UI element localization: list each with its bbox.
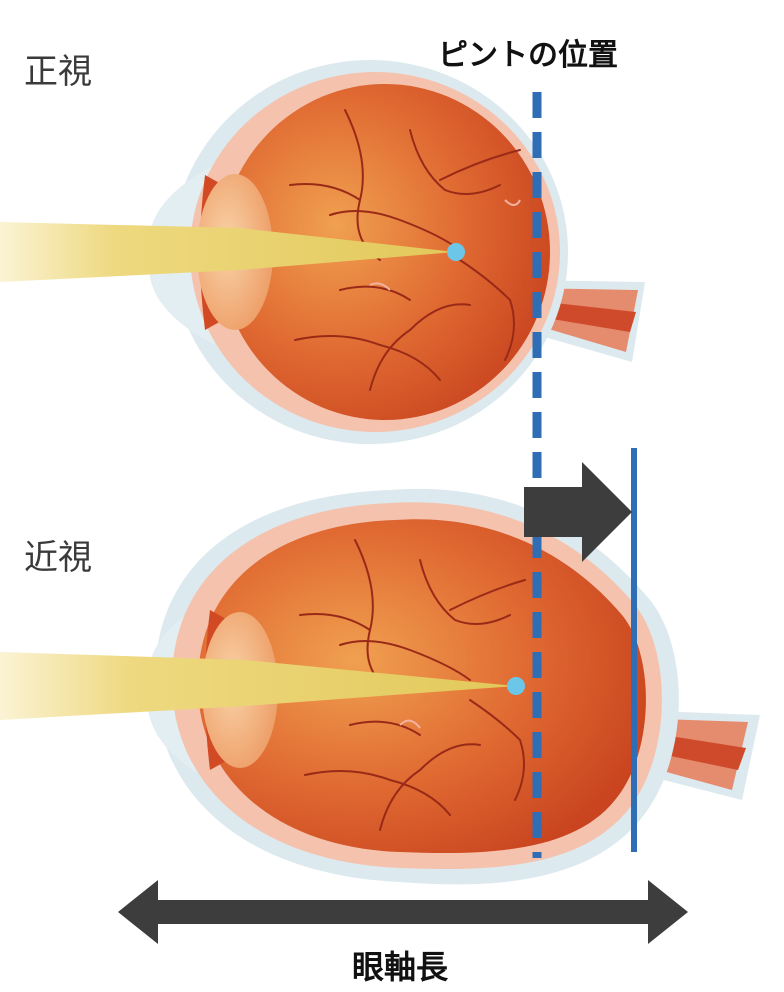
normal-vision-label: 正視 <box>24 52 92 92</box>
myopia-label: 近視 <box>24 538 92 578</box>
normal-eye <box>0 60 645 444</box>
focus-point-bottom <box>507 677 525 695</box>
light-beam-bottom <box>0 652 515 720</box>
shift-arrow-icon <box>524 462 632 562</box>
highlight-vessels-top <box>369 199 521 291</box>
focus-position-label: ピントの位置 <box>438 38 618 73</box>
light-beam-top <box>0 222 455 282</box>
axial-length-label: 眼軸長 <box>352 948 449 986</box>
blood-vessels-bottom <box>299 539 526 831</box>
double-arrow-icon <box>118 880 688 944</box>
focus-point-top <box>447 243 465 261</box>
highlight-vessels-bottom <box>399 719 421 729</box>
myopic-eye <box>0 488 760 885</box>
